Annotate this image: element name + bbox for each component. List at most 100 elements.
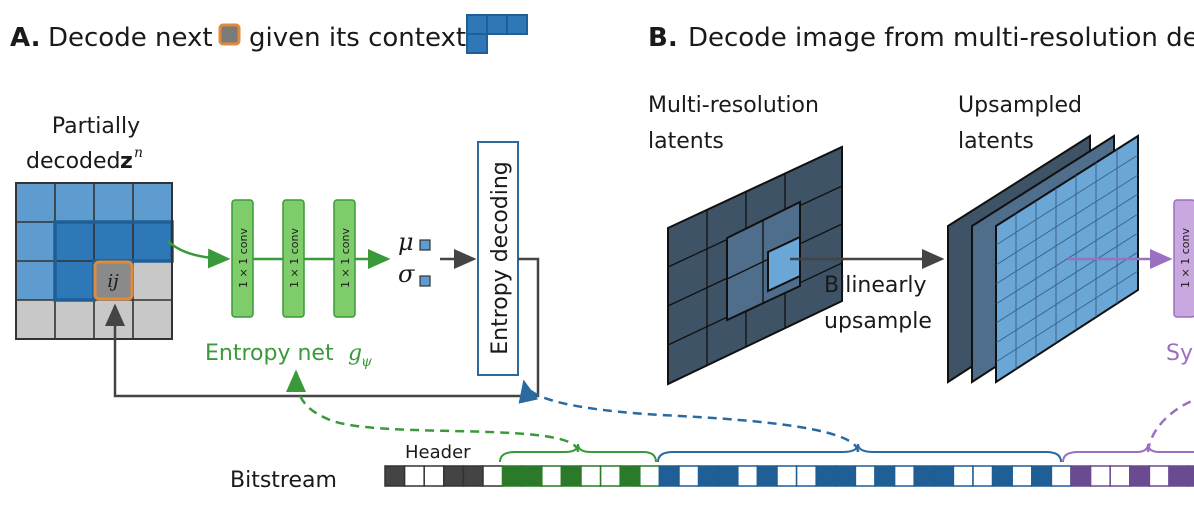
panel-b-letter: B.	[648, 23, 678, 53]
bilinear-label-line1: Bilinearly	[824, 273, 927, 298]
bit-cell	[991, 465, 1013, 487]
bit-cell	[462, 465, 484, 487]
conv-label-1: 1 × 1 conv	[237, 228, 250, 288]
bit-cell	[737, 465, 759, 487]
bit-cell	[952, 465, 974, 487]
bitstream-to-synthesis-arrow	[1146, 398, 1194, 453]
conv-block-3	[333, 199, 356, 318]
synthesis-conv-block: 1 × 1 conv	[1173, 199, 1194, 318]
bit-cell	[717, 465, 739, 487]
mu-square-icon	[419, 239, 431, 251]
multi-res-label-line2: latents	[648, 129, 724, 154]
entropy-net: 1 × 1 conv 1 × 1 conv 1 × 1 conv	[231, 199, 391, 318]
panel-a-title-mid: given its context	[249, 23, 466, 53]
header-label: Header	[405, 442, 471, 463]
purple-brace	[1062, 443, 1194, 463]
bit-cell	[619, 465, 641, 487]
entropy-decoding-label: Entropy decoding	[488, 161, 513, 355]
multi-res-latents	[667, 145, 843, 386]
bit-cell	[1031, 465, 1053, 487]
upsampled-latents	[947, 134, 1139, 384]
bitstream-to-entropy-net-arrow	[286, 369, 580, 453]
bit-cell	[1148, 465, 1170, 487]
bit-cell	[815, 465, 837, 487]
bit-cell	[521, 465, 543, 487]
bilinear-label-line2: upsample	[824, 309, 932, 334]
decoded-word: decoded	[26, 149, 121, 174]
z-symbol: z	[120, 149, 133, 174]
panel-a-letter: A.	[10, 23, 40, 53]
bit-cell	[835, 465, 857, 487]
bit-cell	[893, 465, 915, 487]
bit-cell	[639, 465, 661, 487]
partially-label-line2: decoded z n	[26, 145, 143, 174]
partially-decoded-grid: ij	[15, 182, 174, 340]
bit-cell	[913, 465, 935, 487]
bit-cell	[874, 465, 896, 487]
bit-cell	[501, 465, 523, 487]
bit-cell	[1168, 465, 1190, 487]
bit-cell	[776, 465, 798, 487]
feedback-arrow	[105, 257, 540, 398]
sigma-symbol: σ	[398, 260, 415, 288]
bitstream-to-decoder-arrow	[518, 379, 860, 453]
panel-a-title: A. Decode next given its context	[10, 14, 528, 54]
bit-cell	[697, 465, 719, 487]
bit-cell	[403, 465, 425, 487]
bit-cell	[756, 465, 778, 487]
bit-cell	[795, 465, 817, 487]
ij-cell	[93, 260, 134, 301]
bit-cell	[423, 465, 445, 487]
bit-cell	[384, 465, 406, 487]
bit-cell	[1187, 465, 1194, 487]
bit-cell	[482, 465, 504, 487]
mu-sigma: μ σ	[398, 228, 431, 288]
bit-cell	[658, 465, 680, 487]
conv-block-2	[282, 199, 305, 318]
bit-cell	[1050, 465, 1072, 487]
bit-cell	[1011, 465, 1033, 487]
ij-label: ij	[107, 271, 119, 292]
synthesis-label: Sy	[1166, 341, 1193, 366]
g-symbol: g	[348, 341, 362, 366]
bit-cell	[1089, 465, 1111, 487]
bit-cell	[972, 465, 994, 487]
blue-brace	[657, 443, 1062, 463]
panel-b-title-text: Decode image from multi-resolution dec	[688, 23, 1194, 53]
partially-label-line1: Partially	[52, 114, 140, 139]
bit-cell	[1129, 465, 1151, 487]
next-pixel-icon	[218, 23, 241, 46]
green-brace	[499, 443, 657, 463]
panel-a-title-pre: Decode next	[48, 23, 213, 53]
synthesis-conv-label: 1 × 1 conv	[1179, 228, 1192, 288]
bit-cell	[854, 465, 876, 487]
sigma-square-icon	[419, 275, 431, 287]
bit-cell	[580, 465, 602, 487]
z-superscript: n	[134, 145, 143, 161]
entropy-net-label: Entropy net g ψ	[205, 341, 373, 370]
bit-cell	[541, 465, 563, 487]
grid-to-entropy-net-arrow	[167, 240, 231, 269]
upsampled-label-line2: latents	[958, 129, 1034, 154]
bit-cell	[443, 465, 465, 487]
context-shape-icon	[466, 14, 528, 54]
bitstream-bits	[384, 465, 1194, 487]
panel-b-title: B. Decode image from multi-resolution de…	[648, 23, 1194, 53]
bit-cell	[560, 465, 582, 487]
entropy-decoding-box: Entropy decoding	[477, 141, 519, 376]
conv-block-1	[231, 199, 254, 318]
bit-cell	[599, 465, 621, 487]
g-subscript: ψ	[361, 354, 373, 370]
bit-cell	[1109, 465, 1131, 487]
entropy-net-text: Entropy net	[205, 341, 334, 366]
mu-symbol: μ	[398, 228, 414, 256]
bit-cell	[678, 465, 700, 487]
bit-cell	[933, 465, 955, 487]
conv-label-3: 1 × 1 conv	[339, 228, 352, 288]
upsampled-label-line1: Upsampled	[958, 93, 1082, 118]
bit-cell	[1070, 465, 1092, 487]
conv-label-2: 1 × 1 conv	[288, 228, 301, 288]
multi-res-label-line1: Multi-resolution	[648, 93, 819, 118]
bitstream-label: Bitstream	[230, 468, 337, 493]
